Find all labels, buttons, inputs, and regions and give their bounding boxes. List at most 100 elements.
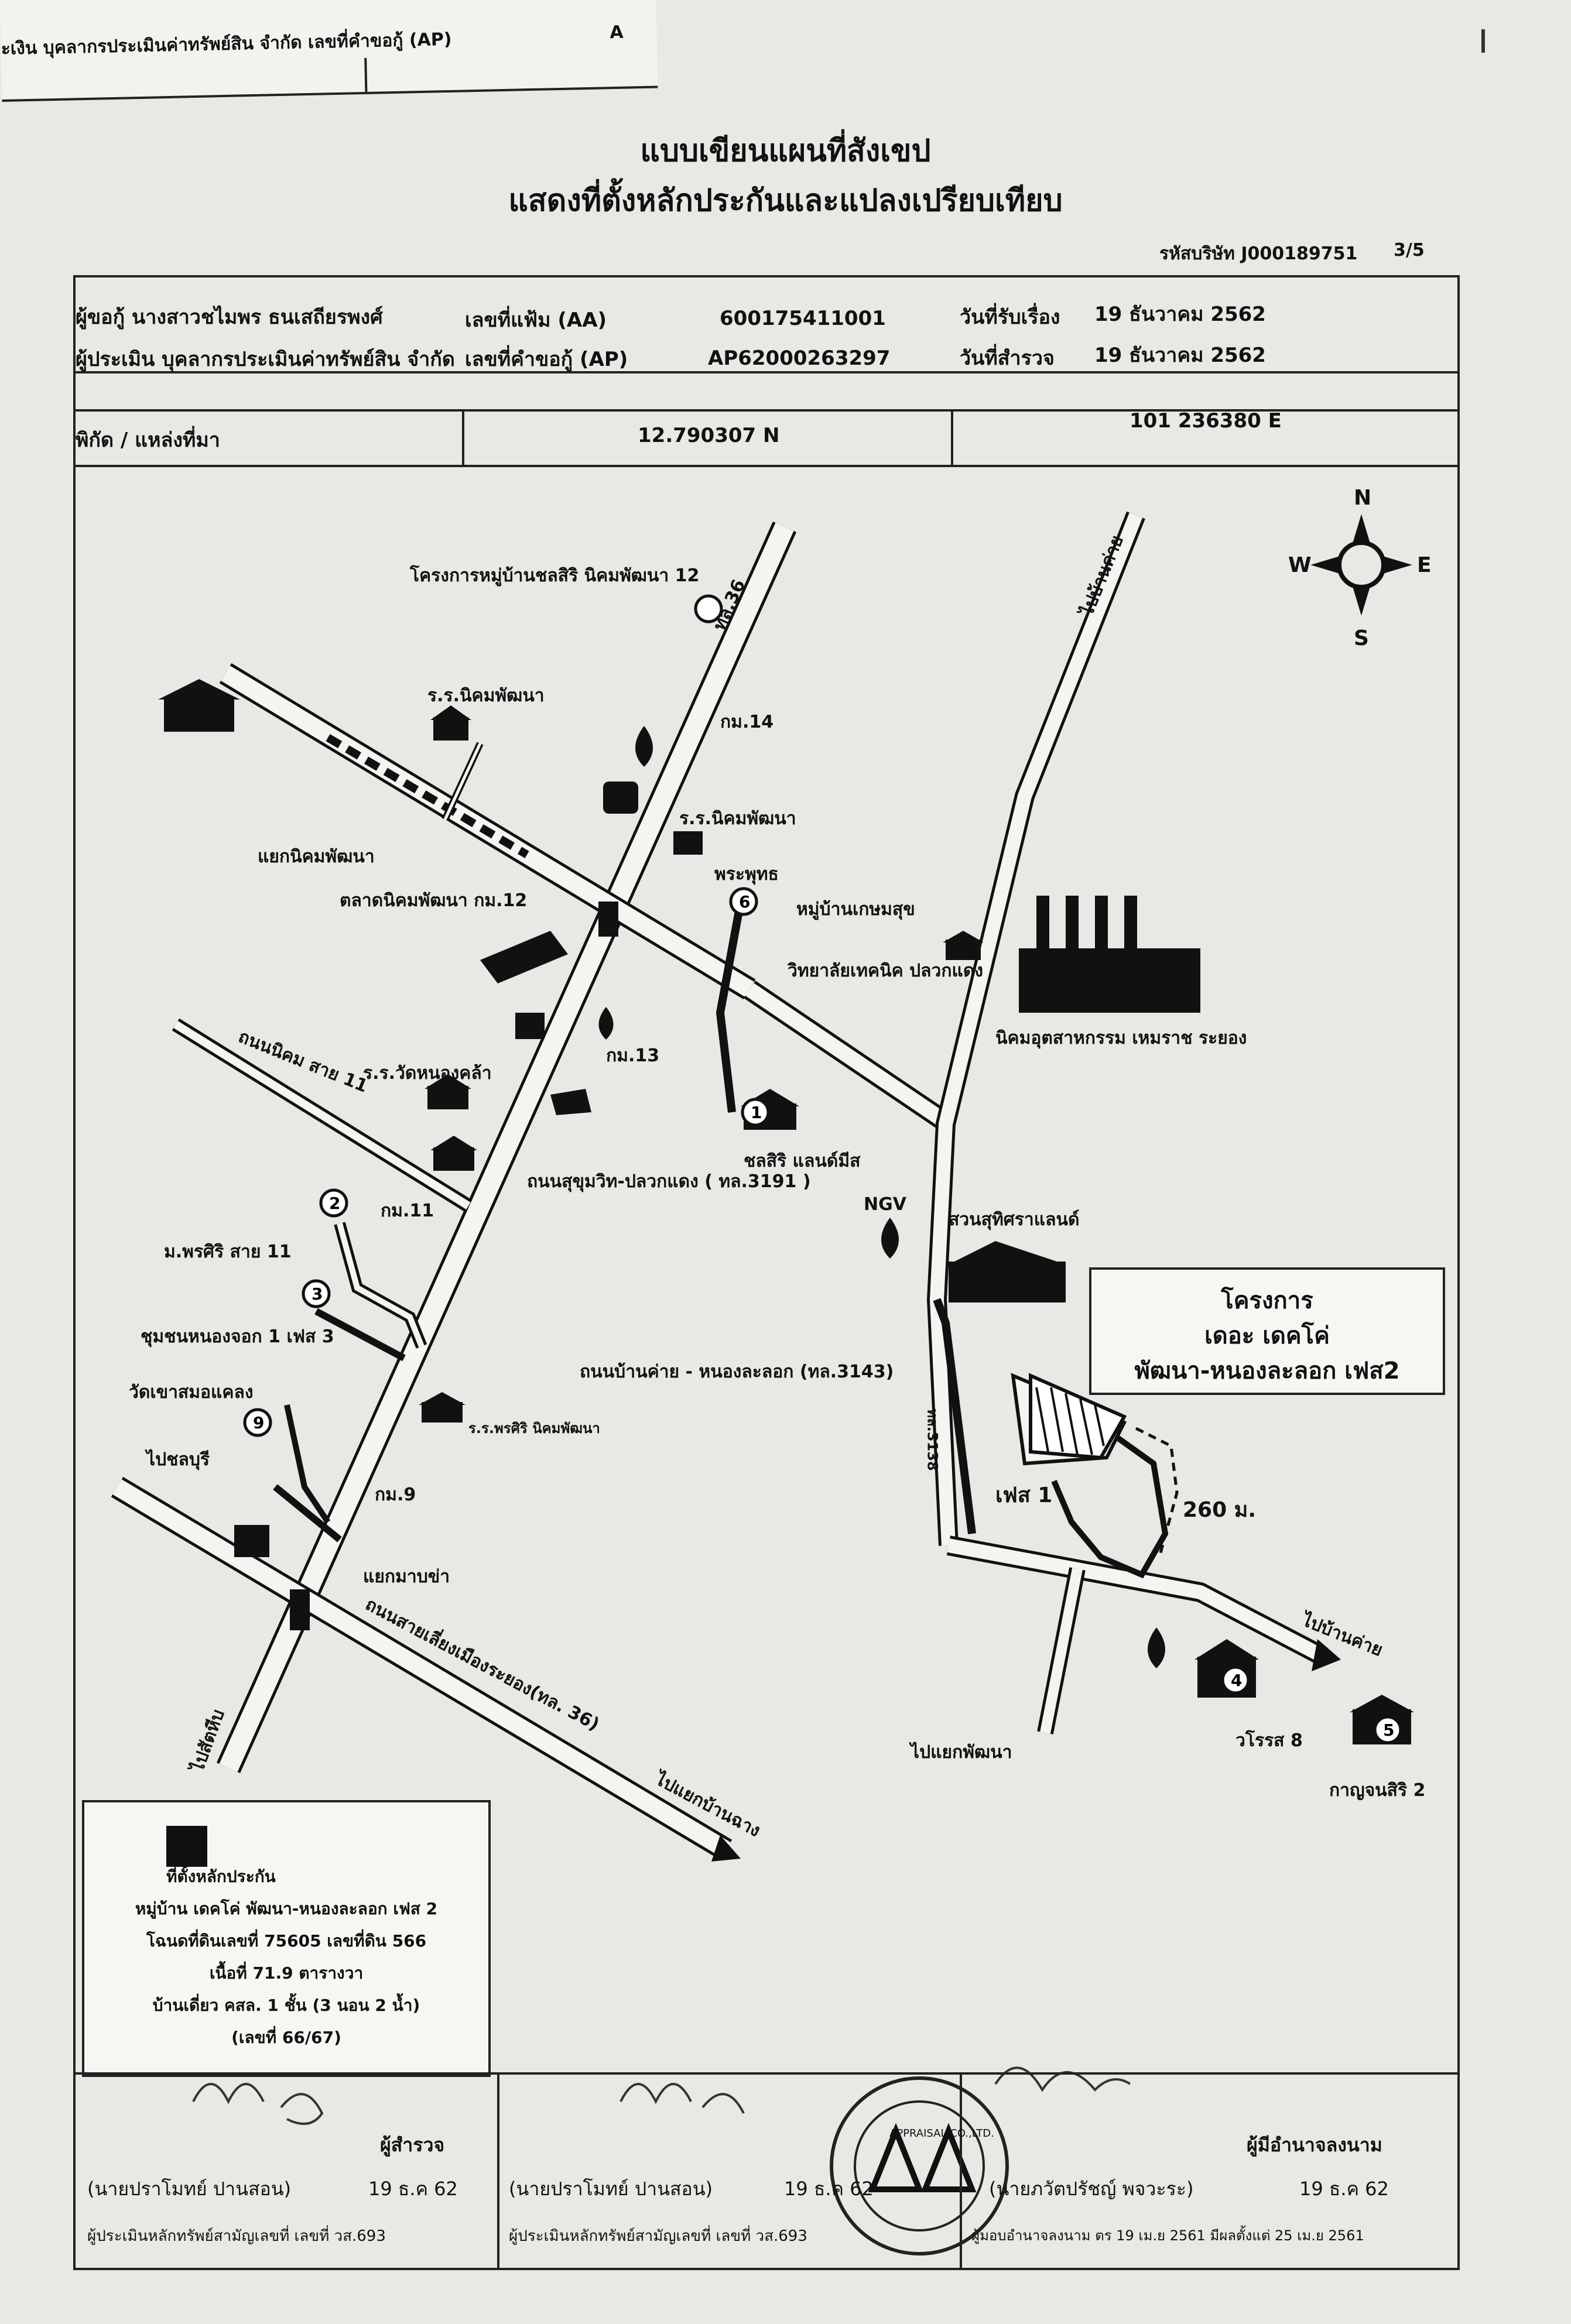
label-project-chonlasiri: โครงการหมู่บ้านชลสิริ นิคมพัฒนา 12 [410, 565, 700, 586]
compass-e-label: E [1417, 553, 1432, 577]
label-pornsiri: ม.พรศิริ สาย 11 [164, 1242, 292, 1262]
house-icon [158, 679, 240, 732]
label-varis8: วโรรส 8 [1235, 1730, 1303, 1751]
compass-s-label: S [1354, 626, 1369, 650]
compass-n-label: N [1354, 486, 1372, 510]
signature-table: ผู้สำรวจ (นายปราโมทย์ ปานสอน) 19 ธ.ค 62 … [73, 2072, 1460, 2270]
company-ref-code: รหัสบริษัท J000189751 [1159, 244, 1358, 264]
legend-line-5: (เลขที่ 66/67) [231, 2028, 341, 2047]
receive-date-value: 19 ธันวาคม 2562 [1094, 303, 1266, 326]
junction-pluak-marker [290, 1589, 310, 1630]
stamp-text: APPRAISAL CO.,LTD. [889, 2127, 994, 2140]
ap-label: เลขที่คำขอกู้ (AP) [465, 348, 628, 371]
road-ban-khai [946, 1535, 1328, 1666]
page-title: แบบเขียนแผนที่สังเขป [640, 133, 931, 169]
label-km11: กม.11 [381, 1201, 434, 1221]
local-road [716, 900, 745, 1113]
label-road-3191: ถนนสุขุมวิท-ปลวกแดง ( ทล.3191 ) [527, 1171, 811, 1192]
aa-value: 600175411001 [720, 307, 886, 330]
col-divider [951, 409, 953, 465]
house-icon [943, 931, 984, 960]
building-icon [234, 1525, 269, 1557]
appraiser-label: ผู้ประเมิน บุคลากรประเมินค่าทรัพย์สิน จำ… [76, 348, 455, 371]
road-3138 [927, 511, 1145, 1546]
survey-date-label: วันที่สำรวจ [960, 347, 1055, 370]
label-road-3138: ทล.3138 [924, 1408, 941, 1471]
local-road [314, 1308, 406, 1362]
surveyor-role: ผู้สำรวจ [380, 2134, 445, 2156]
customer-label: ผู้ขอกู้ นางสาวชไมพร ธนเสถียรพงศ์ [76, 306, 383, 329]
col-divider [462, 409, 464, 465]
comparison-marker-1: 1 [741, 1098, 770, 1127]
survey-date-value: 19 ธันวาคม 2562 [1094, 344, 1266, 367]
road-to-junction [743, 981, 955, 1133]
label-community-nongjok: ชุมชนหนองจอก 1 เฟส 3 [141, 1326, 334, 1347]
row-divider [76, 371, 1457, 373]
coordinate-label: พิกัด / แหล่งที่มา [76, 429, 220, 452]
svg-text:9: 9 [253, 1413, 264, 1432]
market-icon [480, 931, 568, 983]
label-village-kasem: หมู่บ้านเกษมสุข [796, 899, 915, 920]
distance-path [1135, 1427, 1179, 1558]
label-school-pornsiri: ร.ร.พรศิริ นิคมพัฒนา [468, 1420, 600, 1437]
gas-station-icon [635, 726, 653, 767]
appraiser-date: 19 ธ.ค 62 [784, 2178, 874, 2200]
aa-label: เลขที่แฟ้ม (AA) [465, 309, 607, 332]
scan-mark [1481, 29, 1485, 53]
compass-icon [1310, 514, 1412, 616]
label-wat: ร.ร.วัดหนองคล้า [363, 1063, 492, 1084]
surveyor-date: 19 ธ.ค 62 [368, 2178, 458, 2200]
legend-title: ที่ตั้งหลักประกัน [166, 1867, 276, 1886]
road-sai-11 [172, 1018, 473, 1212]
comparison-marker-3: 3 [302, 1279, 331, 1308]
road-3143 [933, 1298, 976, 1534]
label-school-nikhom: ร.ร.นิคมพัฒนา [427, 685, 545, 706]
legend-line-3: เนื้อที่ 71.9 ตารางวา [209, 1963, 364, 1983]
comparison-marker-12 [694, 594, 723, 623]
label-college: วิทยาลัยเทคนิค ปลวกแดง [788, 961, 984, 981]
surveyor-name: (นายปราโมทย์ ปานสอน) [87, 2178, 292, 2200]
surveyor-license: ผู้ประเมินหลักทรัพย์สามัญเลขที่ เลขที่ ว… [87, 2227, 386, 2245]
appraiser-license: ผู้ประเมินหลักทรัพย์สามัญเลขที่ เลขที่ ว… [509, 2227, 807, 2245]
junction-nikhom-marker [598, 902, 618, 937]
collateral-marker-icon [166, 1826, 207, 1867]
svg-text:2: 2 [329, 1194, 340, 1213]
label-kanchanasiri: กาญจนสิริ 2 [1329, 1780, 1426, 1801]
road-3191 [216, 522, 797, 1773]
project-hatched-site [1029, 1373, 1127, 1460]
latitude-value: 12.790307 N [638, 424, 780, 447]
label-junction-mabkha: แยกมาบข่า [363, 1567, 450, 1587]
house-icon [425, 1074, 471, 1109]
bank-icon [603, 781, 638, 814]
project-location: พัฒนา-หนองละลอก เฟส2 [1134, 1358, 1400, 1384]
receive-date-label: วันที่รับเรื่อง [960, 306, 1060, 329]
label-phra: พระพุทธ [714, 864, 779, 885]
label-distance: 260 ม. [1183, 1498, 1257, 1522]
road-36-north [219, 663, 756, 1000]
house-icon [419, 1392, 466, 1422]
label-chonlasiri: ชลสิริ แลนด์มีส [744, 1151, 861, 1171]
authorization-note: ผู้มอบอำนาจลงนาม ตร 19 เม.ย 2561 มีผลตั้… [971, 2227, 1364, 2244]
authorized-date: 19 ธ.ค 62 [1299, 2178, 1389, 2200]
gas-station-icon [598, 1007, 614, 1040]
compass-w-label: W [1288, 553, 1312, 577]
label-km13: กม.13 [606, 1046, 660, 1066]
local-road [284, 1404, 331, 1524]
label-ngv: NGV [864, 1194, 906, 1215]
comparison-marker-6: 6 [729, 887, 758, 916]
ngv-station-icon [881, 1218, 899, 1259]
wat-icon [550, 1089, 591, 1115]
page-subtitle: แสดงที่ตั้งหลักประกันและแปลงเปรียบเทียบ [508, 183, 1063, 218]
label-industrial-estate: นิคมอุตสาหกรรม เหมราช ระยอง [995, 1028, 1247, 1048]
project-label: โครงการ [1221, 1287, 1313, 1314]
label-road-3143: ถนนบ้านค่าย - หนองละลอก (ทล.3143) [580, 1362, 894, 1382]
appraiser-name: (นายปราโมทย์ ปานสอน) [509, 2178, 713, 2200]
svg-text:6: 6 [739, 892, 750, 911]
ap-value: AP62000263297 [708, 347, 891, 370]
building-icon [673, 831, 703, 855]
col-divider [960, 2075, 962, 2268]
house-icon [430, 1136, 477, 1171]
legend-line-4: บ้านเดี่ยว คสล. 1 ชั้น (3 นอน 2 น้ำ) [152, 1996, 420, 2015]
legend-line-1: หมู่บ้าน เดคโค่ พัฒนา-หนองละลอก เฟส 2 [135, 1899, 438, 1918]
longitude-value: 101 236380 E [1130, 409, 1282, 433]
